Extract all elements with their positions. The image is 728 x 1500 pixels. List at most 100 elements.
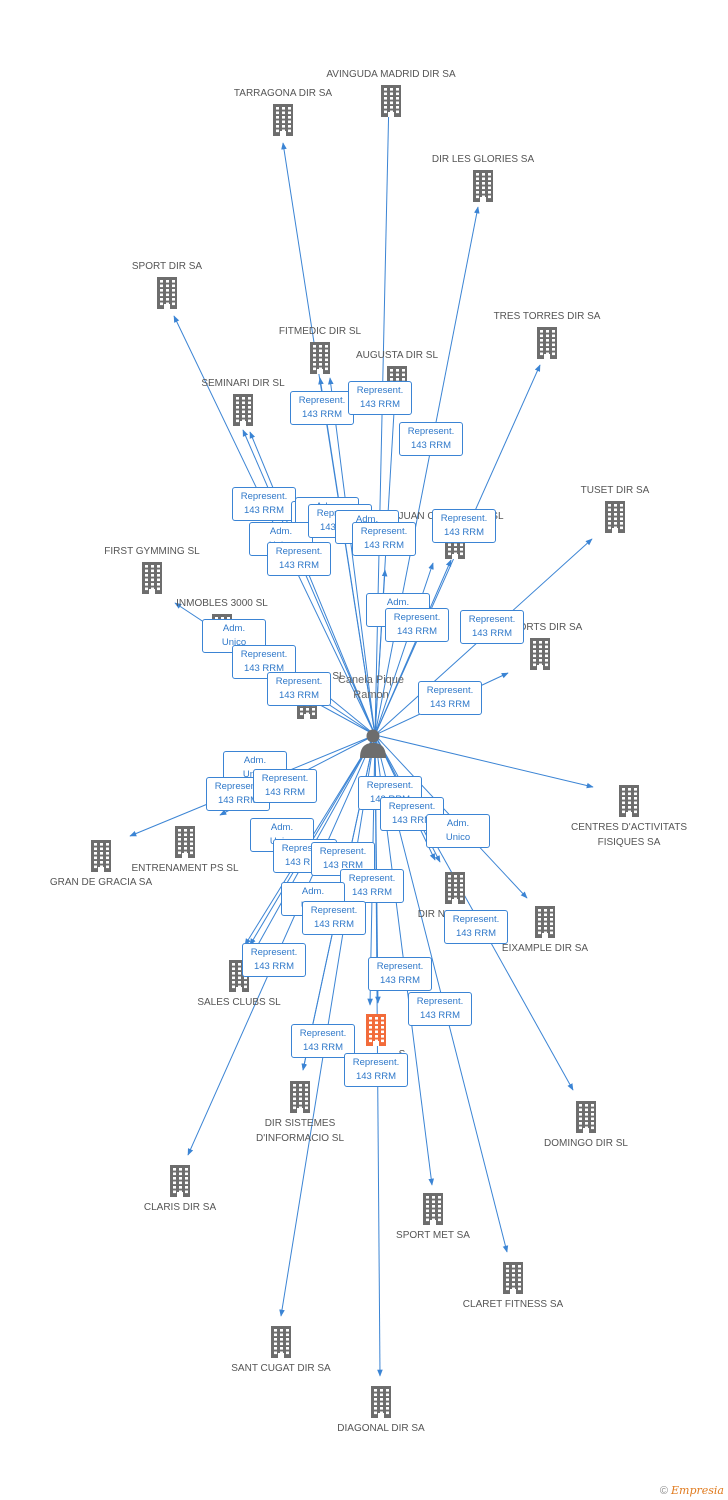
company-node-tuset[interactable]: TUSET DIR SA	[581, 485, 649, 533]
adm-unico-badge[interactable]: Adm.Unico	[426, 814, 490, 848]
badge-role: Adm.	[269, 526, 293, 537]
badge-role: Adm.	[386, 597, 410, 608]
represent-badge[interactable]: Represent.143 RRM	[242, 943, 306, 977]
copyright-icon: ©	[659, 1485, 668, 1497]
company-node-entrena[interactable]: ENTRENAMENT PS SL	[131, 826, 239, 874]
company-label[interactable]: DIR LES GLORIES SA	[431, 154, 535, 165]
building-icon	[271, 1326, 291, 1358]
company-node-glories[interactable]: DIR LES GLORIES SA	[432, 154, 534, 202]
company-label[interactable]: SALES CLUBS SL	[197, 997, 281, 1008]
company-label[interactable]: EIXAMPLE DIR SA	[501, 943, 589, 954]
represent-badge[interactable]: Represent.143 RRM	[302, 901, 366, 935]
building-icon	[503, 1262, 523, 1294]
company-node-sistemes[interactable]: DIR SISTEMES D'INFORMACIO SL	[256, 1081, 344, 1144]
relation-edge	[374, 206, 480, 736]
represent-badge[interactable]: Represent.143 RRM	[399, 422, 463, 456]
company-label[interactable]: TARRAGONA DIR SA	[233, 88, 333, 99]
company-label[interactable]: DIR SISTEMES D'INFORMACIO SL	[255, 1118, 345, 1144]
badge-detail: 143 RRM	[391, 815, 433, 826]
company-node-centres[interactable]: CENTRES D'ACTIVITATS FISIQUES SA	[571, 785, 687, 848]
badge-detail: 143 RRM	[243, 505, 285, 516]
company-label[interactable]: DIAGONAL DIR SA	[337, 1423, 425, 1434]
company-label[interactable]: AUGUSTA DIR SL	[355, 350, 439, 361]
company-label[interactable]: CLARIS DIR SA	[143, 1202, 217, 1213]
company-node-eixample[interactable]: EIXAMPLE DIR SA	[502, 906, 588, 954]
company-node-sportmet[interactable]: SPORT MET SA	[396, 1193, 470, 1241]
represent-badge[interactable]: Represent.143 RRM	[460, 610, 524, 644]
company-label[interactable]: INMOBLES 3000 SL	[176, 598, 268, 609]
company-node-first[interactable]: FIRST GYMMING SL	[104, 546, 200, 594]
company-label[interactable]: ENTRENAMENT PS SL	[131, 863, 239, 874]
company-label[interactable]: TRES TORRES DIR SA	[493, 311, 601, 322]
represent-badge[interactable]: Represent.143 RRM	[290, 391, 354, 425]
company-node-dirnu[interactable]: DIR NU	[418, 872, 469, 920]
badge-role: Adm.	[243, 755, 267, 766]
company-node-diagonal[interactable]: DIAGONAL DIR SA	[337, 1386, 425, 1434]
company-node-claris[interactable]: CLARIS DIR SA	[144, 1165, 216, 1213]
badge-role: Represent.	[275, 676, 323, 687]
company-node-domingo[interactable]: DOMINGO DIR SL	[544, 1101, 628, 1149]
company-node-claret[interactable]: CLARET FITNESS SA	[463, 1262, 563, 1310]
company-label[interactable]: CENTRES D'ACTIVITATS FISIQUES SA	[571, 822, 687, 848]
company-label[interactable]: DOMINGO DIR SL	[544, 1138, 628, 1149]
represent-badge[interactable]: Represent.143 RRM	[380, 797, 444, 831]
represent-badge[interactable]: Represent.143 RRM	[418, 681, 482, 715]
badge-detail: Unico	[445, 832, 471, 843]
company-label[interactable]: FIRST GYMMING SL	[104, 546, 200, 557]
badge-role: Represent.	[214, 781, 262, 792]
company-node-avinguda[interactable]: AVINGUDA MADRID DIR SA	[326, 69, 456, 117]
company-label[interactable]: CLARET FITNESS SA	[462, 1299, 564, 1310]
building-icon	[310, 342, 330, 374]
represent-badge[interactable]: Represent.143 RRM	[408, 992, 472, 1026]
represent-badge[interactable]: Represent.143 RRM	[340, 869, 404, 903]
company-label[interactable]: TUSET DIR SA	[580, 485, 650, 496]
company-node-seminari[interactable]: SEMINARI DIR SL	[201, 378, 285, 426]
represent-badge[interactable]: Represent.143 RRM	[352, 522, 416, 556]
company-node-lescorts[interactable]: LES CORTS DIR SA	[490, 622, 582, 670]
badge-detail: Unico	[221, 637, 247, 648]
badge-detail: 143 RRM	[355, 1071, 397, 1082]
company-node-sport[interactable]: SPORT DIR SA	[132, 261, 202, 309]
company-node-fitmedic[interactable]: FITMEDIC DIR SL	[279, 326, 361, 374]
building-icon	[157, 277, 177, 309]
represent-badge[interactable]: Represent.143 RRM	[432, 509, 496, 543]
relation-edge	[318, 377, 376, 736]
badge-detail: 143 RRM	[396, 626, 438, 637]
badge-role: Represent.	[452, 914, 500, 925]
company-label[interactable]: SPORT DIR SA	[131, 261, 203, 272]
badge-detail: 143 RRM	[243, 663, 285, 674]
building-icon	[366, 1014, 386, 1046]
relation-edge	[242, 429, 376, 736]
represent-badge[interactable]: Represent.143 RRM	[253, 769, 317, 803]
relation-edge	[374, 734, 594, 789]
badge-detail: 143 RRM	[419, 1010, 461, 1021]
represent-badge[interactable]: Represent.143 RRM	[444, 910, 508, 944]
represent-badge[interactable]: Represent.143 RRM	[291, 1024, 355, 1058]
company-node-main[interactable]: S	[362, 1014, 405, 1060]
badge-role: Represent.	[407, 426, 455, 437]
company-label[interactable]: SPORT MET SA	[396, 1230, 470, 1241]
company-label[interactable]: FITMEDIC DIR SL	[278, 326, 362, 337]
represent-badge[interactable]: Represent.143 RRM	[385, 608, 449, 642]
relation-edge	[328, 377, 376, 736]
company-label[interactable]: LES CORTS DIR SA	[489, 622, 583, 633]
represent-badge[interactable]: Represent.143 RRM	[348, 381, 412, 415]
company-label[interactable]: SEMINARI DIR SL	[201, 378, 285, 389]
company-node-gracia[interactable]: GRAN DE GRACIA SA	[50, 840, 152, 888]
represent-badge[interactable]: Represent.143 RRM	[267, 542, 331, 576]
represent-badge[interactable]: Represent.143 RRM	[232, 487, 296, 521]
company-label[interactable]: GRAN DE GRACIA SA	[49, 877, 153, 888]
company-node-tarragona[interactable]: TARRAGONA DIR SA	[234, 88, 332, 136]
company-node-santcugat[interactable]: SANT CUGAT DIR SA	[231, 1326, 331, 1374]
badge-detail: 143 RRM	[278, 560, 320, 571]
represent-badge[interactable]: Represent.143 RRM	[344, 1053, 408, 1087]
building-icon	[535, 906, 555, 938]
company-label[interactable]: DIR NU	[417, 909, 453, 920]
company-label[interactable]: AVINGUDA MADRID DIR SA	[326, 69, 456, 80]
person-icon[interactable]	[359, 728, 387, 758]
represent-badge[interactable]: Represent.143 RRM	[368, 957, 432, 991]
building-icon	[537, 327, 557, 359]
company-label[interactable]: SANT CUGAT DIR SA	[231, 1363, 331, 1374]
company-node-tres[interactable]: TRES TORRES DIR SA	[494, 311, 600, 359]
represent-badge[interactable]: Represent.143 RRM	[267, 672, 331, 706]
